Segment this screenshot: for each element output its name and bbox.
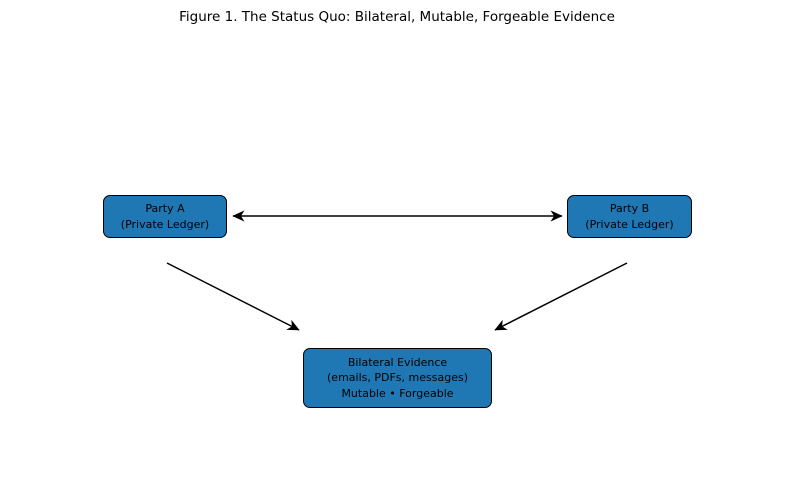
node-party-b: Party B (Private Ledger): [567, 195, 692, 238]
node-bilateral-evidence-properties: Mutable • Forgeable: [341, 386, 454, 400]
arrow-party-b-evidence: [494, 262, 628, 331]
figure-title: Figure 1. The Status Quo: Bilateral, Mut…: [179, 9, 615, 25]
node-party-a-name: Party A: [145, 202, 185, 215]
arrow-party-a-evidence: [166, 262, 300, 331]
node-party-b-name: Party B: [609, 202, 650, 215]
node-party-b-subtitle: (Private Ledger): [585, 217, 674, 231]
node-bilateral-evidence: Bilateral Evidence (emails, PDFs, messag…: [303, 348, 492, 408]
node-party-a: Party A (Private Ledger): [103, 195, 227, 238]
node-bilateral-evidence-examples: (emails, PDFs, messages): [327, 371, 468, 385]
node-bilateral-evidence-title: Bilateral Evidence: [347, 355, 448, 369]
node-party-a-subtitle: (Private Ledger): [120, 217, 210, 231]
